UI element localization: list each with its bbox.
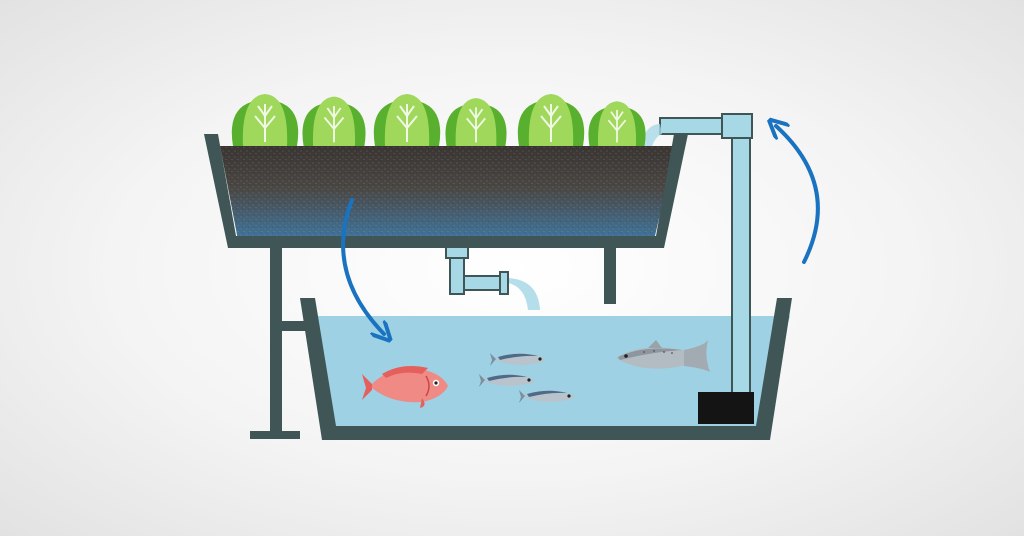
left-foot [250, 431, 300, 439]
lettuce-plants [231, 94, 646, 146]
flow-arrow-down [341, 198, 384, 334]
right-leg [604, 246, 616, 304]
lettuce-plant-1 [231, 94, 299, 146]
lettuce-plant-6 [588, 101, 646, 146]
support-frame [250, 246, 616, 439]
cross-bar [282, 321, 322, 331]
lettuce-plant-4 [445, 98, 507, 146]
red-snapper-fish [362, 366, 448, 408]
fish-group [362, 340, 710, 408]
left-leg [270, 246, 282, 436]
sardine-fish-2 [479, 374, 535, 387]
sardine-fish-1 [490, 353, 546, 366]
salmon-fish [616, 340, 710, 372]
flow-arrow-up [776, 126, 820, 264]
grow-bed [204, 134, 688, 248]
lettuce-plant-3 [373, 94, 441, 146]
tank-water [314, 316, 790, 430]
water-pump [698, 392, 754, 424]
sardine-fish-3 [519, 390, 575, 403]
return-pipe [640, 113, 753, 401]
lettuce-plant-2 [302, 96, 366, 146]
drain-pipe [445, 245, 540, 310]
fish-tank [300, 298, 792, 440]
lettuce-plant-5 [517, 94, 585, 146]
